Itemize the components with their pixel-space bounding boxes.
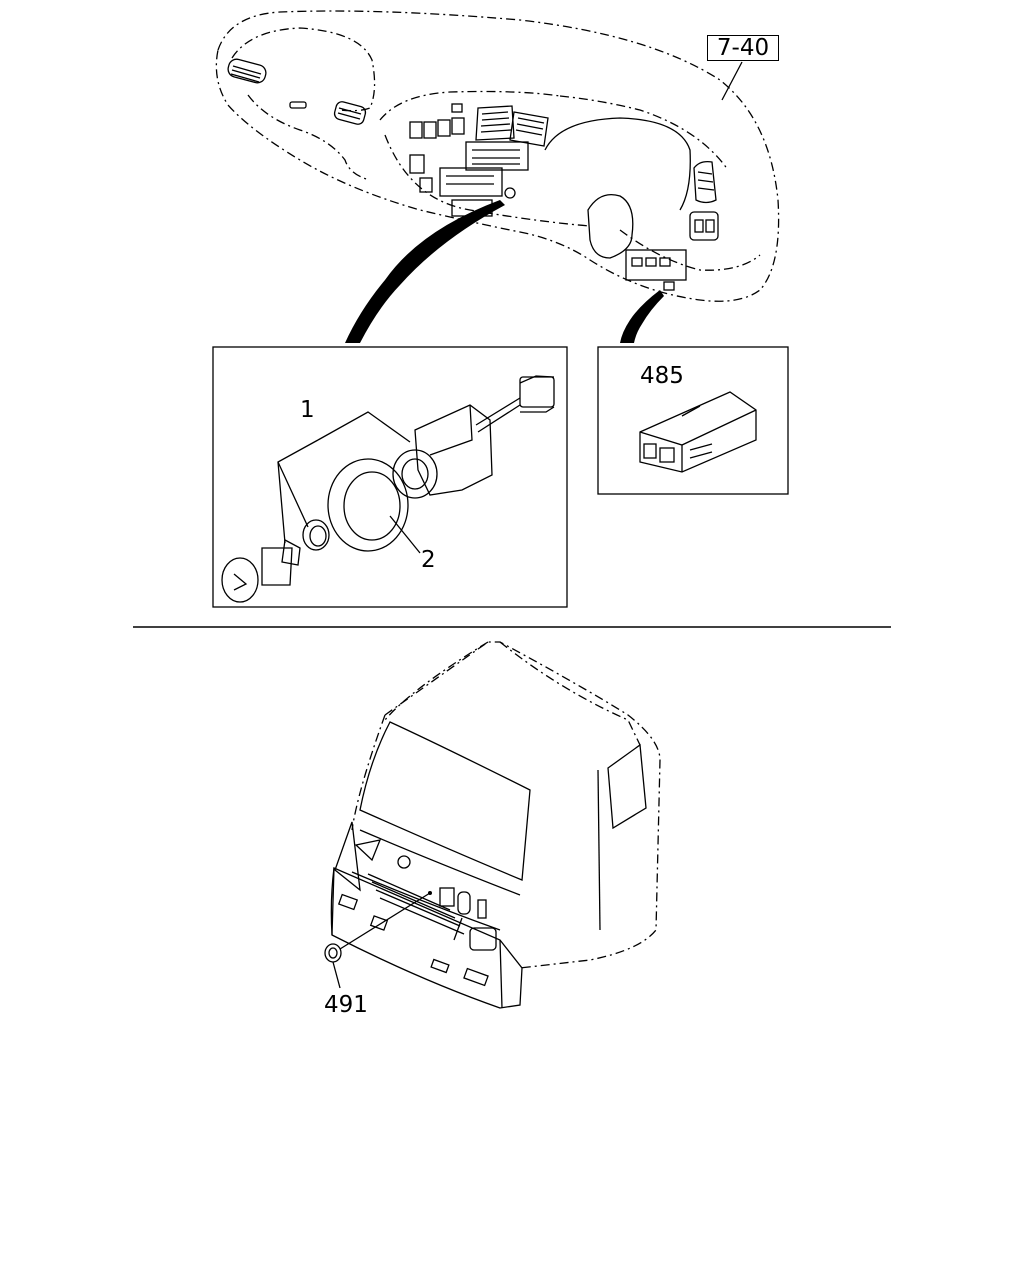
callout-part-2: 2 [421, 547, 436, 573]
callout-part-491: 491 [324, 992, 368, 1018]
detail-box-lighter [212, 346, 568, 608]
dashboard-illustration [215, 10, 780, 302]
detail-box-module [597, 346, 789, 495]
callout-part-1: 1 [300, 397, 315, 423]
pointer-arrow-left [345, 200, 505, 343]
page-reference-box[interactable]: 7-40 [707, 35, 779, 61]
lighter-assembly [221, 375, 555, 603]
module-485 [639, 391, 757, 473]
pointer-arrow-right [620, 290, 664, 343]
callout-part-485: 485 [640, 363, 684, 389]
truck-cab-illustration [324, 641, 661, 1009]
